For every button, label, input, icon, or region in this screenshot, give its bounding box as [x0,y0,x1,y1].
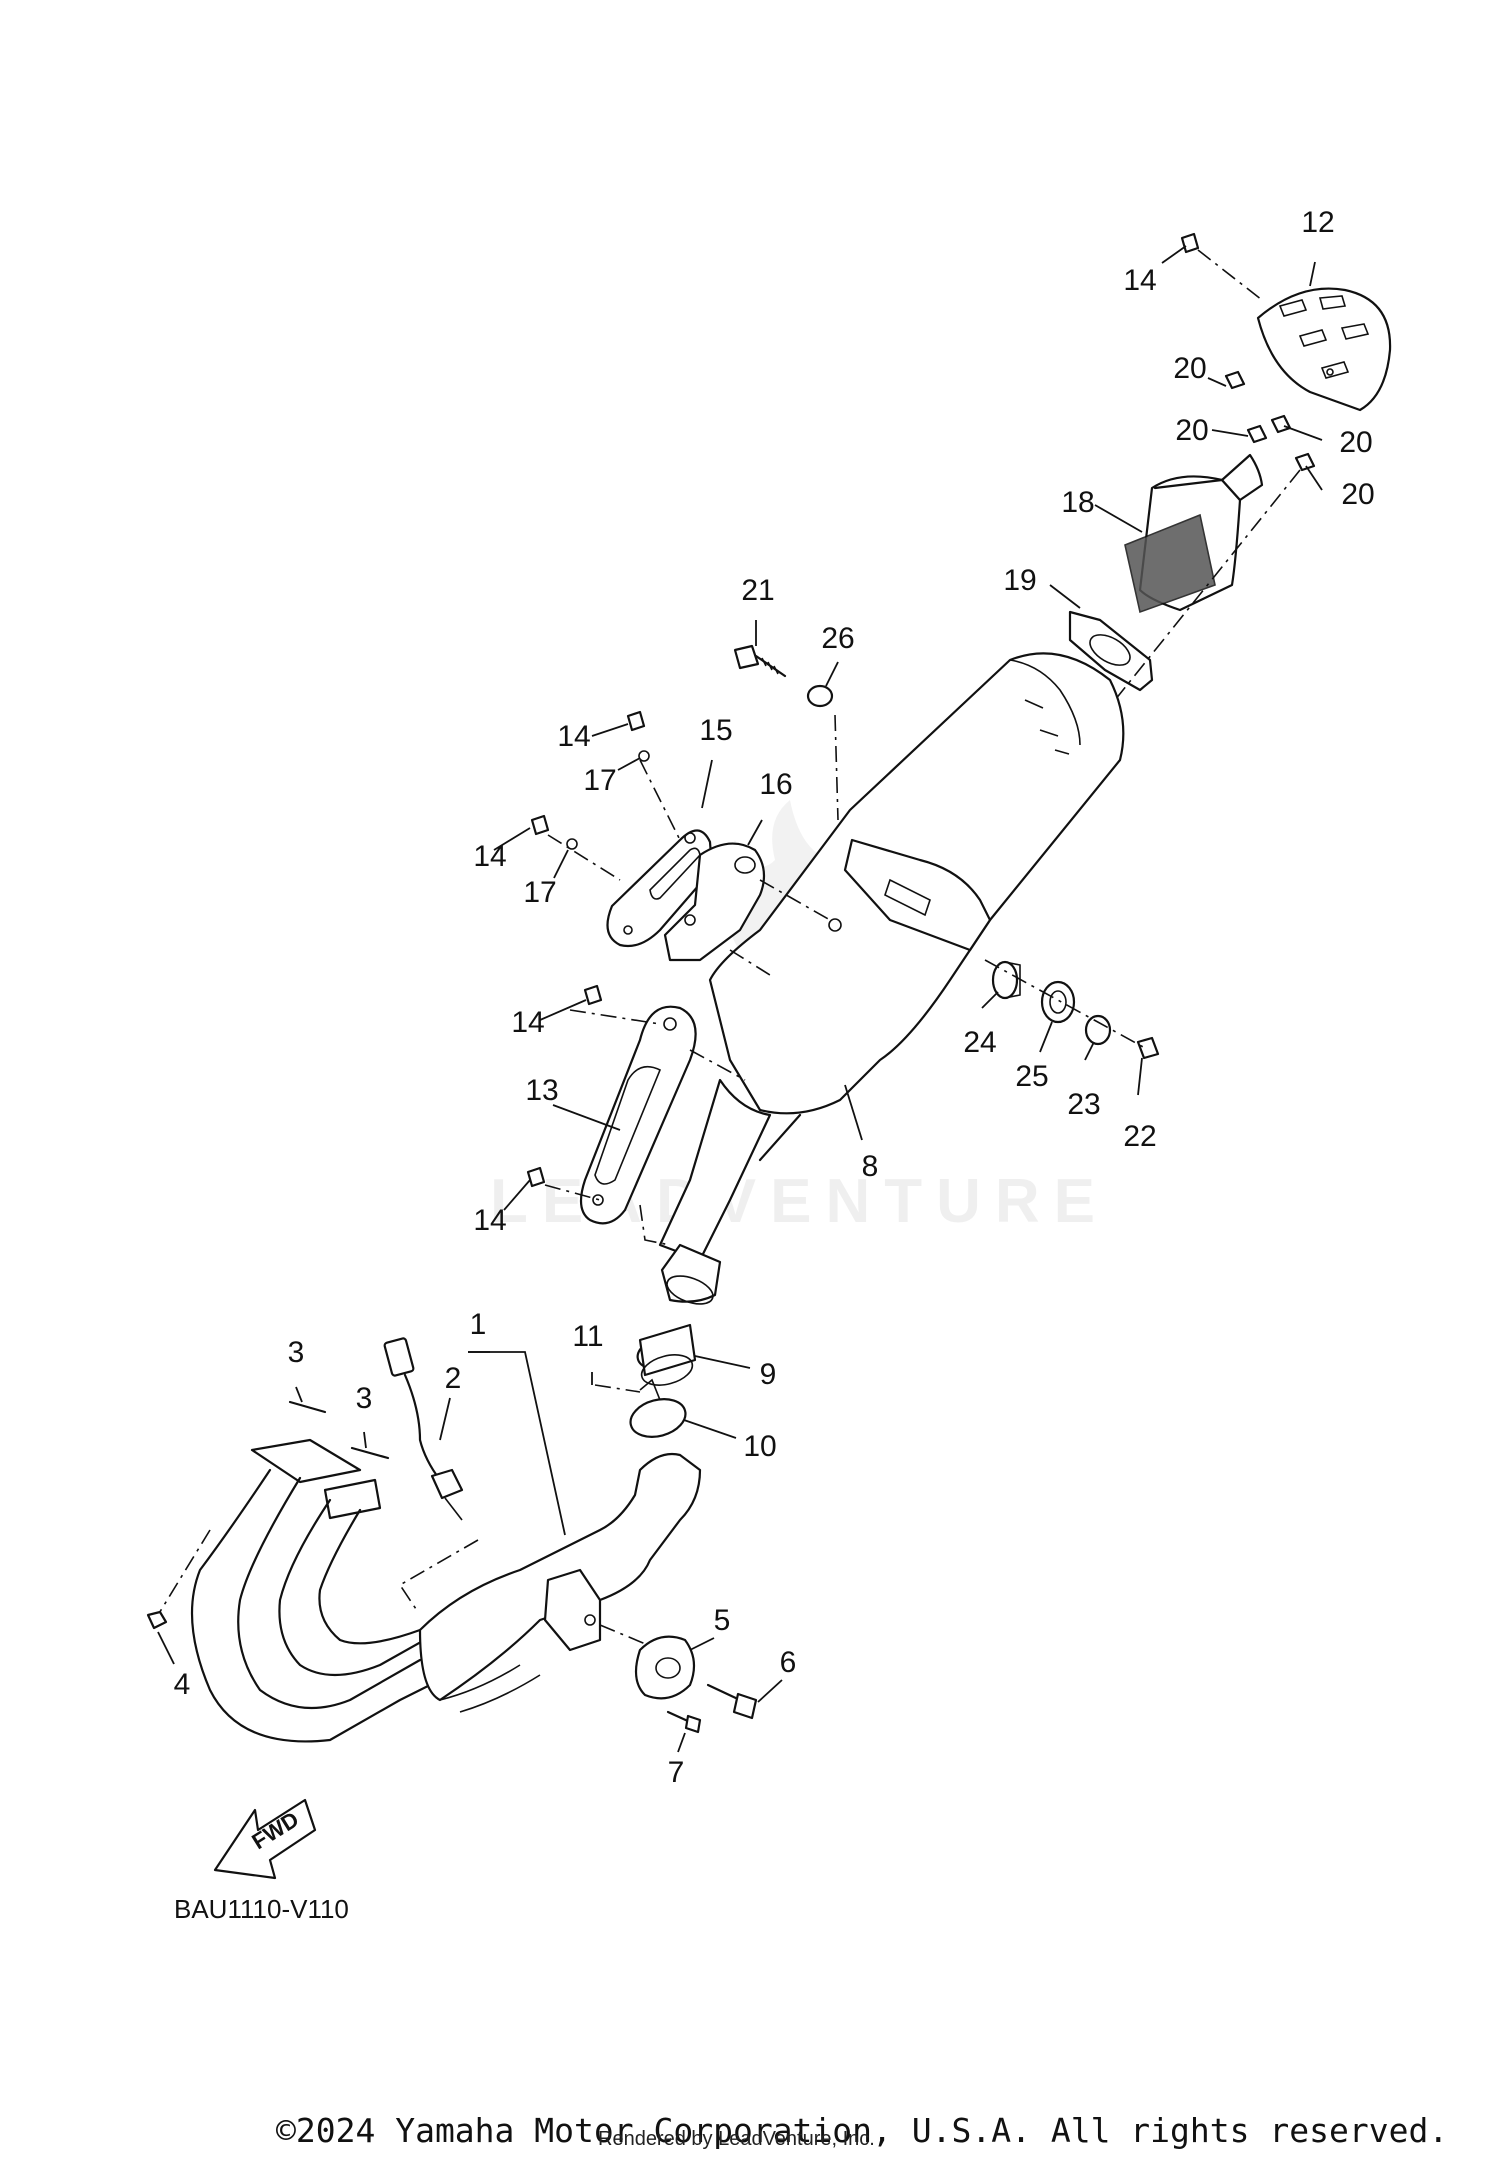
callout-17b: 17 [523,876,556,909]
callout-14c: 14 [473,840,506,873]
callout-11: 11 [572,1320,603,1353]
bolt-line-14a [639,759,681,841]
muffler-axis-line [1009,469,1301,871]
callout-25: 25 [1015,1060,1048,1093]
callout-10: 10 [743,1430,776,1463]
exhaust-header-part [190,1438,702,1743]
callouts: 1 2 3 3 4 5 6 7 8 9 10 11 12 13 14 14 14… [174,206,1375,1789]
callout-21: 21 [741,574,774,607]
callout-14e: 14 [473,1204,506,1237]
callout-9: 9 [760,1358,777,1391]
callout-22: 22 [1123,1120,1156,1153]
nut-20d-part [1294,452,1316,472]
nut-20a-part [1224,370,1246,390]
callout-26: 26 [821,622,854,655]
callout-3b: 3 [356,1382,373,1415]
leader-lines [157,245,1323,1753]
callout-14a: 14 [1123,264,1156,297]
callout-2: 2 [445,1362,462,1395]
callout-23: 23 [1067,1088,1100,1121]
bracket-line-d [639,1204,671,1246]
bracket-line-a [759,879,831,921]
damper-25-part [1040,980,1076,1024]
bolt-14a-part [626,710,646,732]
gasket-3b-part [350,1446,390,1460]
baffle-part [1124,453,1264,614]
callout-20a: 20 [1173,352,1206,385]
bracket-16-part [663,842,766,962]
washer-line-26 [834,714,839,821]
end-cap-part [1256,287,1392,412]
callout-20b: 20 [1175,414,1208,447]
bracket-13-part [579,1005,697,1225]
gasket-part [1068,610,1154,692]
bolt-14e-part [1180,232,1200,254]
bolt-line-11 [594,1384,641,1393]
bolt-line-14b [547,834,621,881]
callout-24: 24 [963,1026,996,1059]
rendered-by-credit: Rendered by LeadVenture, Inc. [598,2128,875,2150]
damper-5-part [634,1635,696,1700]
nut-20c-part [1270,414,1292,434]
washer-26-part [806,684,834,708]
bolt-21-part [733,644,787,678]
callout-16: 16 [759,768,792,801]
muffler-part [658,652,1125,1305]
callout-19: 19 [1003,564,1036,597]
callout-13: 13 [525,1074,558,1107]
washer-23-part [1084,1014,1112,1046]
callout-20c: 20 [1339,426,1372,459]
nut-4-part [146,1610,168,1630]
callout-4: 4 [174,1668,191,1701]
cap-screw-line [1197,249,1263,301]
bracket-line-c [689,1049,746,1081]
washer-17b-part [566,838,578,850]
callout-3a: 3 [288,1336,305,1369]
callout-14b: 14 [557,720,590,753]
bracket-line-b [729,949,771,976]
nut-line-4 [157,1529,211,1616]
bolt-14c-part [583,984,603,1006]
bolt-line-14c [569,1009,661,1025]
callout-15: 15 [699,714,732,747]
bolt-7-part [666,1710,702,1734]
callout-8: 8 [862,1150,879,1183]
callout-12: 12 [1301,206,1334,239]
nut-20b-part [1246,424,1268,444]
gasket-9-part [636,1323,697,1386]
callout-18: 18 [1061,486,1094,519]
nut-22-part [1136,1036,1160,1060]
bolt-line-14d [544,1184,601,1201]
callout-14d: 14 [511,1006,544,1039]
callout-7: 7 [668,1756,685,1789]
bolt-6-part [706,1683,758,1720]
copyright-notice: ©2024 Yamaha Motor Corporation, U.S.A. A… [276,2111,1449,2150]
bracket-nut [828,918,842,932]
fwd-arrow-icon: FWD [213,1798,317,1880]
diagram-code: BAU1110-V110 [174,1894,349,1924]
washer-17a-part [638,750,650,762]
clamp-10-part [629,1378,687,1438]
callout-6: 6 [780,1646,797,1679]
o2-sensor-part [383,1337,464,1521]
callout-5: 5 [714,1604,731,1637]
callout-20d: 20 [1341,478,1374,511]
bolt-14b-part [530,814,550,836]
gasket-3a-part [288,1400,327,1414]
collar-24-part [991,960,1021,1000]
bracket-15-part [606,829,714,948]
bolt-14d-part [526,1166,546,1188]
callout-17a: 17 [583,764,616,797]
callout-1: 1 [470,1308,487,1341]
